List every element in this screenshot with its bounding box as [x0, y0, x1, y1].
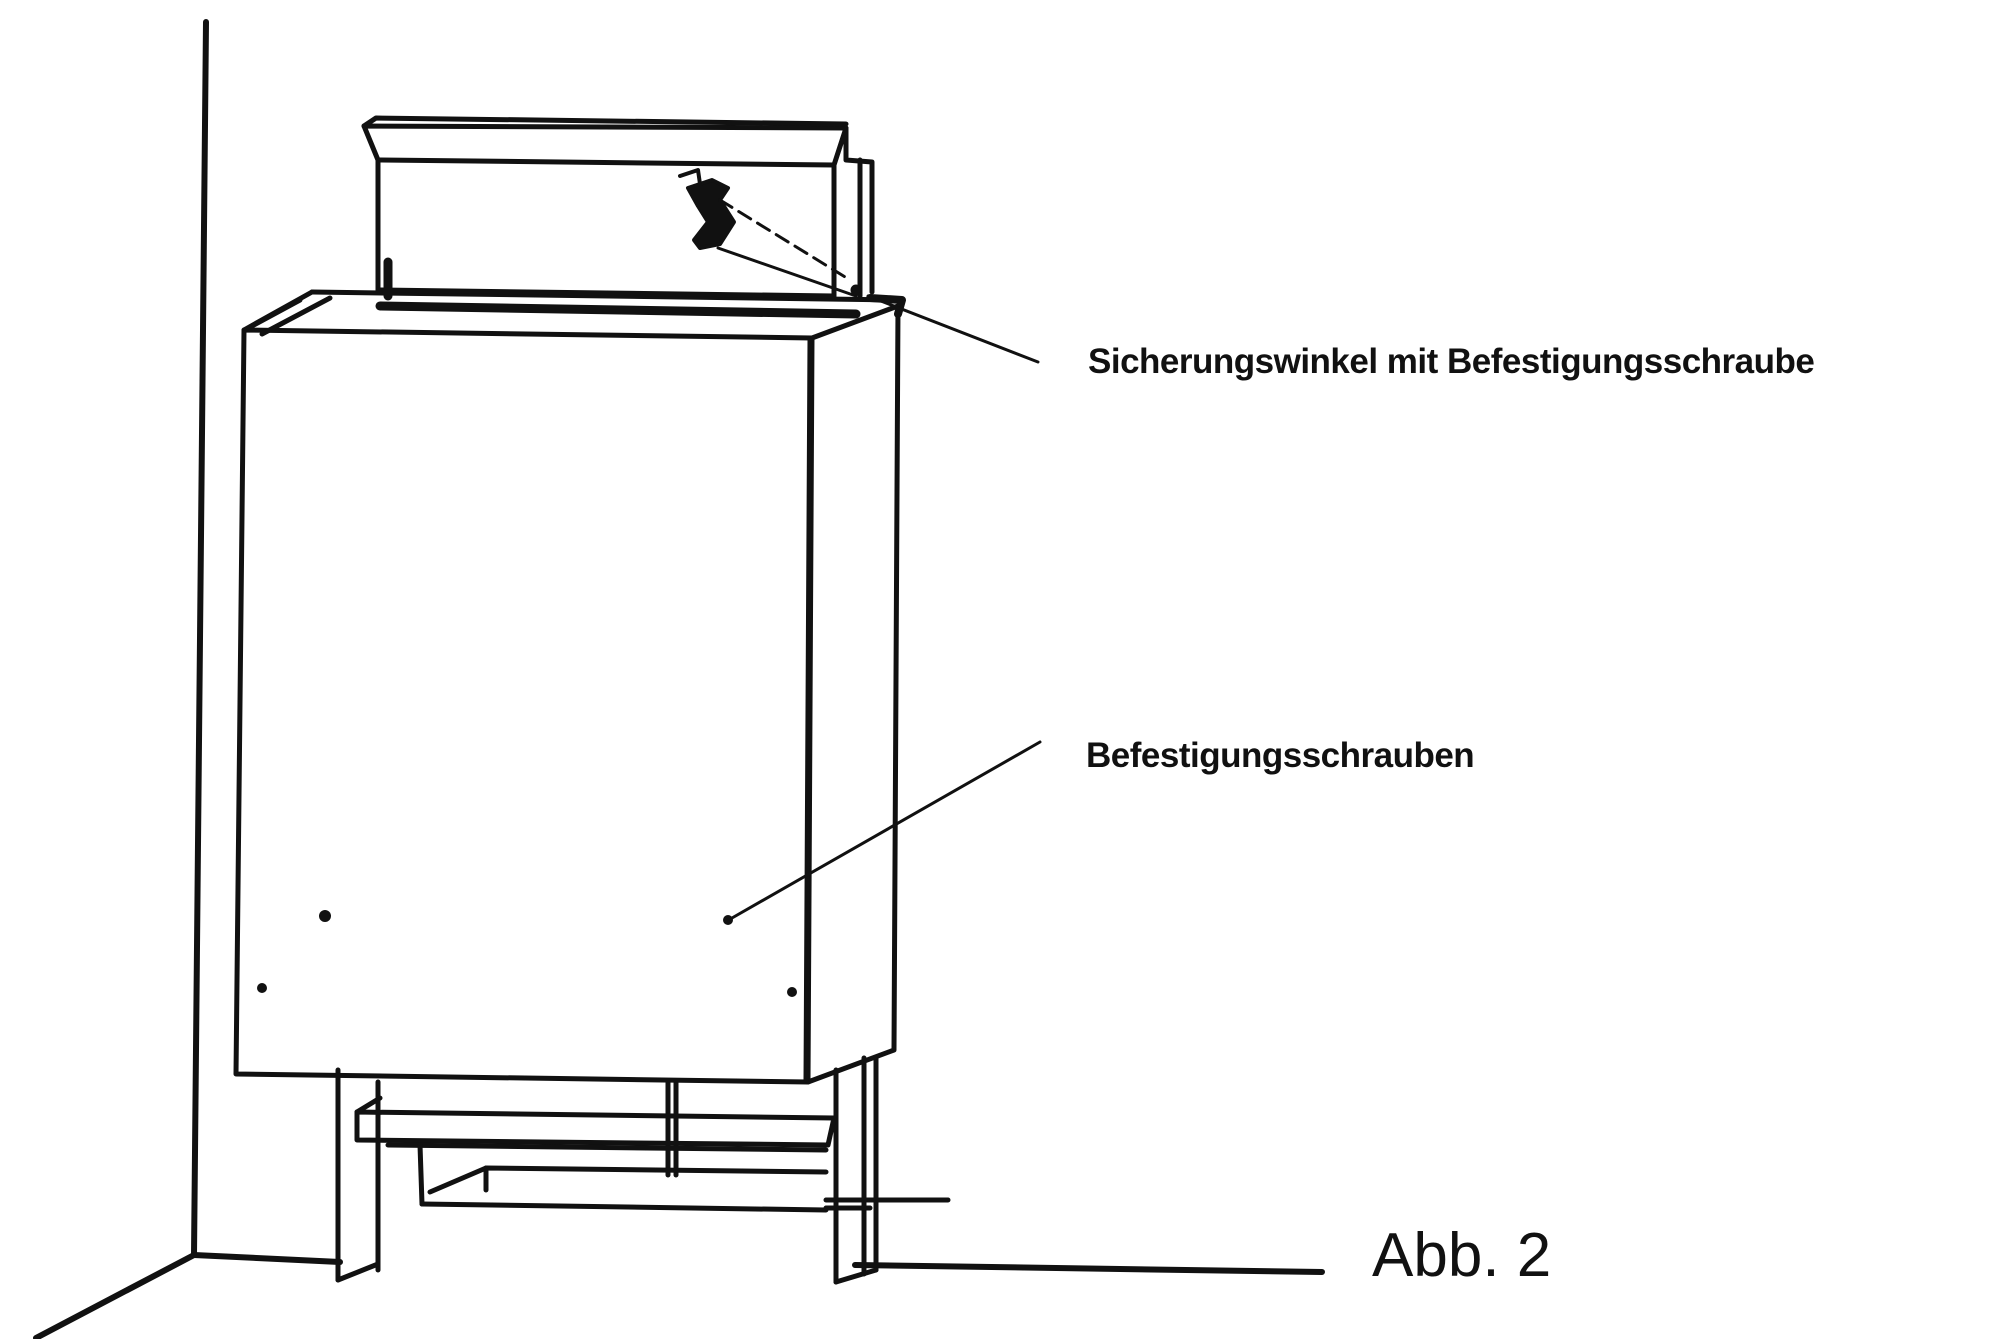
- heater-body: [233, 289, 906, 1085]
- heater-top-back-edge: [309, 289, 903, 303]
- bracket-screw-head: [850, 284, 862, 296]
- leader-line-screws: [730, 740, 1042, 920]
- heater-stand: [335, 1055, 951, 1285]
- heater-front-panel: [233, 327, 815, 1085]
- stand-left-leg-foot: [335, 1261, 381, 1283]
- heater-top-rim-2: [249, 297, 303, 329]
- screw-upper-right: [723, 915, 733, 925]
- stand-inner-box-top: [385, 1142, 829, 1153]
- bracket-shape: [686, 178, 736, 250]
- figure-caption: Abb. 2: [1372, 1221, 1552, 1290]
- wall-corner-line: [191, 19, 209, 1258]
- stand-inner-plate: [427, 1165, 829, 1195]
- screw-upper-left: [319, 910, 331, 922]
- leader-line-bracket: [866, 294, 1040, 364]
- leader-lines: [730, 294, 1042, 920]
- bracket-tab: [678, 168, 702, 186]
- guard-top-lip: [361, 115, 849, 129]
- floor-back-line: [191, 1252, 343, 1265]
- stone-guard: [361, 115, 875, 301]
- guard-top-front: [361, 123, 849, 168]
- stand-inner-box-left: [417, 1142, 425, 1207]
- stand-inner-box-bottom: [419, 1201, 829, 1213]
- screw-lower-left: [257, 983, 267, 993]
- guard-bottom: [375, 287, 837, 299]
- bracket-dashed-line: [718, 198, 852, 282]
- bracket-screw-line: [716, 246, 858, 298]
- room-corner: [33, 19, 1325, 1339]
- heater-top-rim-3: [259, 295, 333, 337]
- label-mounting-bracket: Sicherungswinkel mit Befestigungsschraub…: [1088, 342, 1815, 381]
- fixing-screws: [257, 910, 797, 997]
- mounting-bracket: [678, 168, 862, 298]
- label-fixing-screws: Befestigungsschrauben: [1086, 736, 1475, 775]
- screw-lower-right: [787, 987, 797, 997]
- stand-right-leg-foot: [833, 1267, 879, 1285]
- floor-back-line-right: [852, 1262, 1325, 1275]
- heater-side-panel: [805, 303, 901, 1085]
- stand-tray-left-edge: [354, 1095, 383, 1115]
- heater-side-edge-front: [803, 337, 813, 1083]
- floor-left-line: [33, 1252, 197, 1339]
- heater-top-rim: [375, 301, 861, 319]
- stand-tray-front: [354, 1109, 837, 1148]
